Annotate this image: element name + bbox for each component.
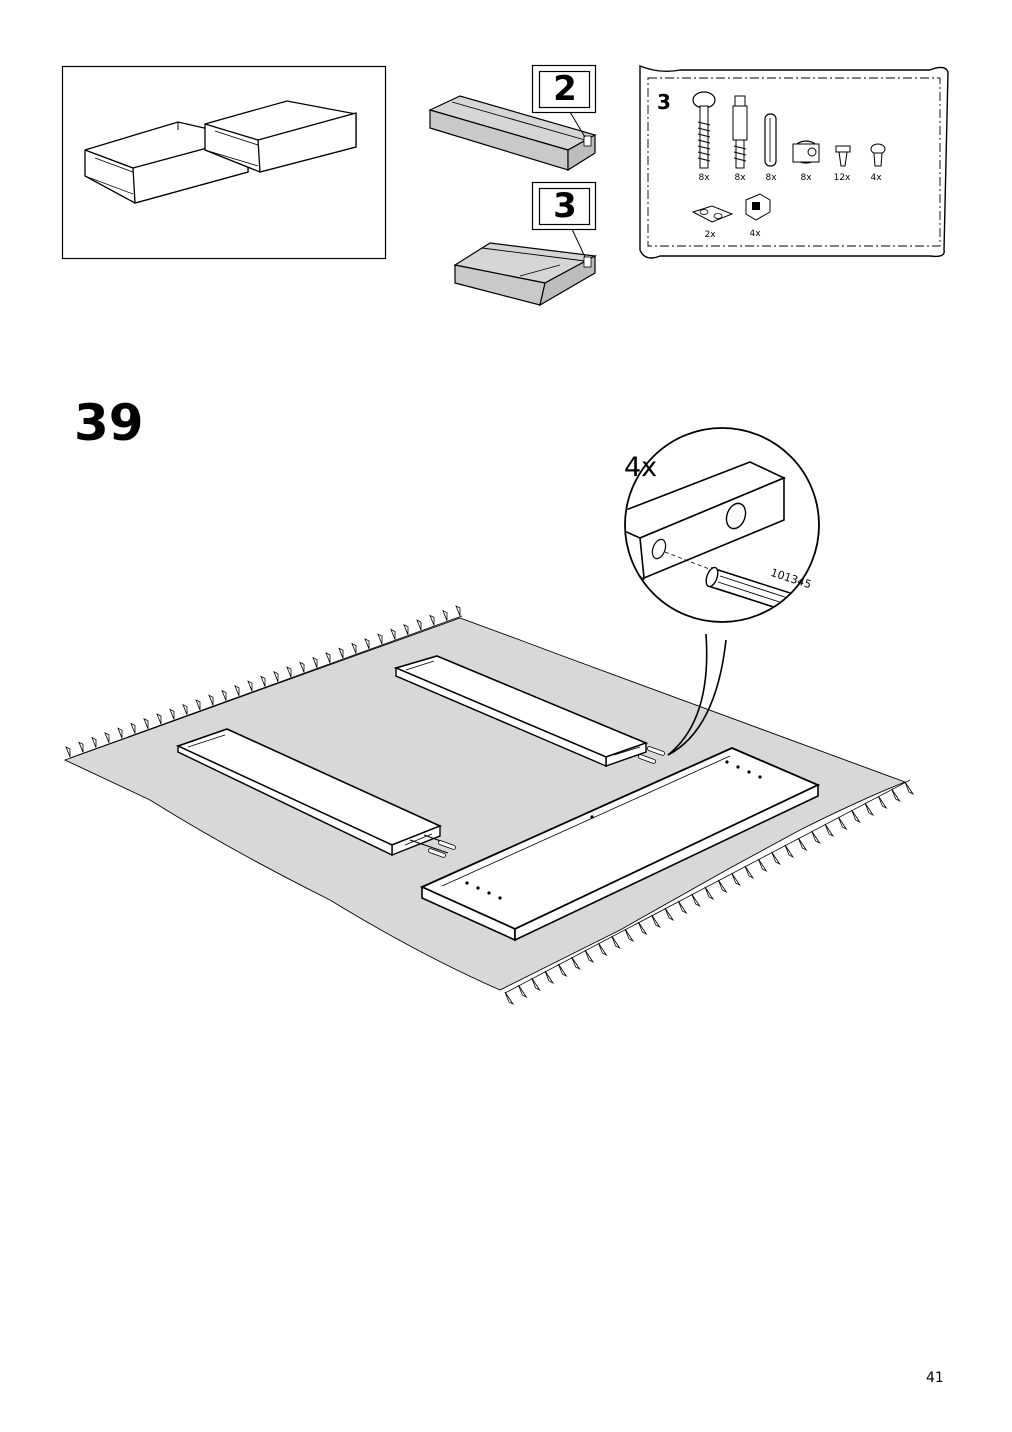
rug-tassel bbox=[91, 736, 97, 748]
rug-tassel bbox=[811, 830, 821, 845]
package-2-label: 2 bbox=[553, 69, 577, 109]
rug-tassel bbox=[195, 699, 201, 711]
drawer-bottom-board bbox=[419, 747, 821, 942]
rug-tassel bbox=[325, 652, 331, 664]
package-3-label: 3 bbox=[553, 186, 577, 226]
plate-quantity: 2x bbox=[704, 230, 716, 240]
rug-fringe-top bbox=[65, 605, 461, 758]
rug-tassel bbox=[416, 619, 422, 631]
rug-tassel bbox=[877, 795, 888, 810]
rug-tassel bbox=[904, 781, 915, 796]
rug-tassel bbox=[260, 675, 266, 687]
rug-tassel bbox=[299, 661, 305, 673]
rug-tassel bbox=[637, 921, 648, 936]
rug-tassel bbox=[864, 802, 875, 817]
hardware-bag-illustration bbox=[639, 64, 949, 259]
rug-tassel bbox=[891, 788, 901, 803]
bracket-quantity: 4x bbox=[749, 229, 761, 239]
rug-tassel bbox=[531, 977, 541, 992]
rug-tassel bbox=[78, 741, 84, 753]
wood-dowel-quantity: 8x bbox=[765, 173, 777, 183]
drawer-side-panel-left bbox=[175, 728, 456, 858]
cam-lock-quantity: 8x bbox=[800, 173, 812, 183]
rug-tassel bbox=[557, 963, 568, 978]
rug-tassel bbox=[677, 900, 688, 915]
rug-tassel bbox=[338, 647, 344, 659]
rug-tassel bbox=[364, 638, 370, 650]
dowel-screw-quantity: 8x bbox=[734, 173, 746, 183]
rug-tassel bbox=[221, 689, 227, 701]
rug-tassel bbox=[611, 935, 621, 950]
step-number: 39 bbox=[74, 394, 144, 452]
rug-tassel bbox=[824, 823, 835, 838]
rug-tassel bbox=[797, 837, 808, 852]
screw-quantity: 8x bbox=[698, 173, 710, 183]
rug-tassel bbox=[731, 872, 741, 887]
rug-tassel bbox=[143, 717, 149, 729]
drawer-side-panel-right bbox=[393, 655, 665, 768]
rug-tassel bbox=[442, 609, 448, 621]
package-2-illustration bbox=[428, 64, 597, 172]
rug-tassel bbox=[597, 942, 608, 957]
small-screw-quantity: 12x bbox=[833, 173, 851, 183]
rug-tassel bbox=[65, 746, 71, 758]
rug-tassel bbox=[757, 858, 768, 873]
package-3-illustration bbox=[453, 181, 597, 307]
rug-tassel bbox=[104, 732, 110, 744]
detail-quantity: 4x bbox=[624, 452, 658, 483]
rug-tassel bbox=[837, 816, 848, 831]
rug-tassel bbox=[744, 865, 755, 880]
rug-tassel bbox=[156, 713, 162, 725]
rug-tassel bbox=[784, 844, 795, 859]
rug-tassel bbox=[130, 722, 136, 734]
rug-tassel bbox=[851, 809, 861, 824]
rug-tassel bbox=[717, 879, 728, 894]
rug-tassel bbox=[377, 633, 383, 645]
rug-tassel bbox=[208, 694, 214, 706]
rug-tassel bbox=[517, 984, 528, 999]
rug-tassel bbox=[771, 851, 781, 866]
rug-tassel bbox=[504, 991, 515, 1006]
rug-illustration bbox=[63, 615, 911, 994]
rug-tassel bbox=[351, 642, 357, 654]
rug-tassel bbox=[234, 685, 240, 697]
rug-tassel bbox=[247, 680, 253, 692]
page-number: 41 bbox=[926, 1370, 944, 1386]
rug-tassel bbox=[664, 907, 675, 922]
rug-tassel bbox=[117, 727, 123, 739]
rug-tassel bbox=[286, 666, 292, 678]
rug-tassel bbox=[273, 670, 279, 682]
rug-tassel bbox=[169, 708, 175, 720]
rug-fringe-bottom bbox=[504, 781, 915, 1006]
rug-tassel bbox=[624, 928, 635, 943]
drawers-overview-panel bbox=[61, 65, 387, 260]
rug-tassel bbox=[429, 614, 435, 626]
rug-tassel bbox=[403, 623, 409, 635]
rug-tassel bbox=[704, 886, 715, 901]
rug-tassel bbox=[651, 914, 661, 929]
rug-tassel bbox=[544, 970, 555, 985]
rug-tassel bbox=[182, 703, 188, 715]
round-screw-quantity: 4x bbox=[870, 173, 882, 183]
rug-tassel bbox=[584, 949, 595, 964]
bag-number: 3 bbox=[657, 90, 671, 114]
rug-tassel bbox=[455, 605, 461, 617]
rug-tassel bbox=[390, 628, 396, 640]
rug-tassel bbox=[312, 656, 318, 668]
rug-tassel bbox=[691, 893, 701, 908]
rug-tassel bbox=[571, 956, 581, 971]
